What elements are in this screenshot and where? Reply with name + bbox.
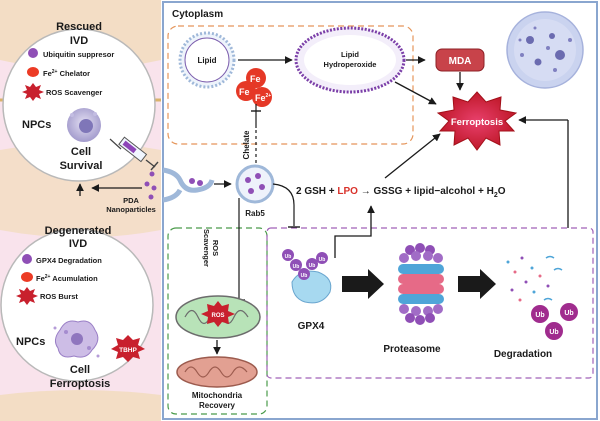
- degenerated-title-2: IVD: [69, 238, 87, 250]
- gpx4-to-proteasome-arrow: [342, 269, 384, 299]
- rescued-title-1: Rescued: [56, 21, 102, 33]
- ros-scavenger-label-2: Scavenger: [202, 229, 211, 267]
- chelator-icon: [27, 67, 39, 77]
- fe-accumulation-icon: [21, 272, 33, 282]
- degenerated-legend-3: ROS Burst: [40, 292, 78, 301]
- lipid-peroxidation-box: [167, 25, 414, 145]
- cytoplasm-title: Cytoplasm: [172, 9, 223, 20]
- reaction-to-ferroptosis-arrow: [384, 133, 441, 179]
- gpx4-label: GPX4: [298, 321, 325, 332]
- mitochondria-damaged: ROS: [175, 295, 261, 339]
- endocytosis-membrane: [162, 167, 215, 203]
- mito-label-2: Recovery: [199, 401, 236, 410]
- ferroptosis-label: Ferroptosis: [451, 117, 503, 128]
- svg-text:Ub: Ub: [309, 263, 316, 269]
- rescued-title-2: IVD: [70, 35, 88, 47]
- mda-box: MDA: [435, 48, 485, 72]
- ros-label: ROS: [211, 313, 224, 319]
- rab5-endosome: Rab5: [235, 164, 275, 218]
- hydroperoxide-label-1: Lipid: [341, 50, 359, 59]
- svg-text:Ub: Ub: [285, 254, 292, 260]
- rescued-legend-2: Fe2+ Chelator: [43, 69, 90, 78]
- cytoplasm-panel: Cytoplasm Lipid Lipid Hydroperoxide MDA: [162, 1, 598, 420]
- degenerated-cell-2: Ferroptosis: [50, 378, 111, 390]
- fe-ions-cluster: Fe Fe Fe2+: [236, 68, 272, 107]
- degenerated-cell-1: Cell: [70, 364, 90, 376]
- chelate-label: Chelate: [242, 130, 251, 159]
- gpx4-degradation-box: [266, 227, 594, 379]
- svg-text:Fe: Fe: [250, 74, 261, 84]
- svg-text:Fe2+: Fe2+: [255, 93, 271, 103]
- svg-text:Ub: Ub: [293, 264, 300, 270]
- degenerated-legend-1: GPX4 Degradation: [36, 256, 102, 265]
- left-panel: Rescued IVD Ubiquitin suppresor Fe2+ Che…: [0, 0, 161, 421]
- ubiquitin-suppressor-icon: [28, 48, 38, 58]
- tbhp-badge: TBHP: [111, 335, 145, 362]
- ros-scavenger-icon: [22, 83, 44, 101]
- free-ubiquitin-icons: Ub Ub Ub: [531, 303, 578, 340]
- lipid-hydroperoxide-vesicle: Lipid Hydroperoxide: [294, 26, 406, 94]
- degenerated-npcs: NPCs: [16, 336, 45, 348]
- gpx4-protein: Ub Ub Ub Ub Ub: [282, 249, 332, 304]
- syringe-icon: [109, 136, 159, 171]
- rescued-ivd-circle: Rescued IVD Ubiquitin suppresor Fe2+ Che…: [2, 21, 159, 182]
- rab5-label: Rab5: [245, 209, 265, 218]
- ferroptotic-cell-icon: [53, 320, 100, 358]
- proteasome-label: Proteasome: [383, 344, 441, 355]
- lipid-label: Lipid: [197, 56, 216, 65]
- degenerated-title-1: Degenerated: [45, 225, 112, 237]
- rescued-cell-2: Survival: [60, 160, 103, 172]
- hydroperoxide-label-2: Hydroperoxide: [324, 60, 377, 69]
- reaction-equation: 2 GSH + LPO → GSSG + lipid−alcohol + H2O: [296, 186, 506, 199]
- lipid-vesicle: Lipid: [178, 31, 236, 89]
- svg-text:Fe: Fe: [239, 87, 250, 97]
- proteasome-to-degradation-arrow: [458, 269, 496, 299]
- gpx4-to-lpo-arrow: [334, 205, 375, 258]
- degenerated-legend-2: Fe2+ Acumulation: [36, 274, 98, 283]
- svg-text:Ub: Ub: [564, 310, 573, 317]
- pda-nanoparticles: PDA Nanoparticles: [106, 171, 157, 214]
- rab5-to-gpx4-line: [272, 183, 295, 226]
- rescued-cell-1: Cell: [71, 146, 91, 158]
- pda-label-1: PDA: [123, 196, 139, 205]
- ferroptosis-burst: Ferroptosis: [436, 91, 518, 151]
- degradation-label: Degradation: [494, 349, 552, 360]
- svg-text:TBHP: TBHP: [119, 347, 137, 354]
- svg-text:Ub: Ub: [301, 273, 308, 279]
- mitochondria-healthy: [176, 356, 258, 388]
- degenerated-ivd-circle: Degenerated IVD GPX4 Degradation Fe2+ Ac…: [0, 225, 154, 390]
- mitochondria-box: [167, 227, 268, 415]
- hydroperoxide-to-ferroptosis-arrow: [394, 81, 437, 105]
- svg-text:Ub: Ub: [319, 257, 326, 263]
- proteasome-icon: [398, 243, 444, 325]
- rescued-npcs: NPCs: [22, 119, 51, 131]
- pda-label-2: Nanoparticles: [106, 205, 156, 214]
- svg-text:Ub: Ub: [535, 312, 544, 319]
- degradation-fragments: [506, 255, 563, 302]
- rescued-legend-1: Ubiquitin suppresor: [43, 50, 114, 59]
- svg-text:Ub: Ub: [549, 329, 558, 336]
- ros-scavenger-label-1: ROS: [211, 240, 220, 256]
- rescued-legend-3: ROS Scavenger: [46, 88, 102, 97]
- mito-label-1: Mitochondria: [192, 391, 243, 400]
- svg-text:MDA: MDA: [449, 56, 472, 67]
- gpx4-degradation-icon: [22, 254, 32, 264]
- ros-burst-icon: [16, 287, 38, 305]
- dying-cell-icon: [506, 11, 584, 89]
